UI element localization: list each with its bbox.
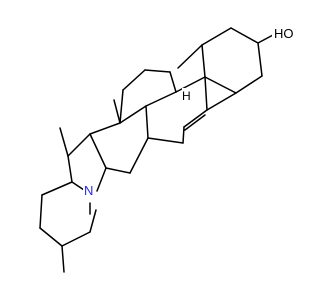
- hydroxyl-bond: [257, 34, 274, 44]
- ring-d: [89, 122, 149, 174]
- hydrogen-label: H: [182, 89, 191, 103]
- nitrogen-label: N: [84, 183, 93, 198]
- hydroxyl-label: HO: [274, 26, 294, 41]
- skeletal-structure-diagram: HO N H: [39, 26, 294, 273]
- ring-e: [67, 133, 107, 192]
- ring-c: [119, 69, 177, 124]
- ring-a: [201, 27, 263, 94]
- methyl-groups: [59, 44, 203, 273]
- ring-b: [145, 76, 237, 144]
- ring-f: [39, 181, 97, 247]
